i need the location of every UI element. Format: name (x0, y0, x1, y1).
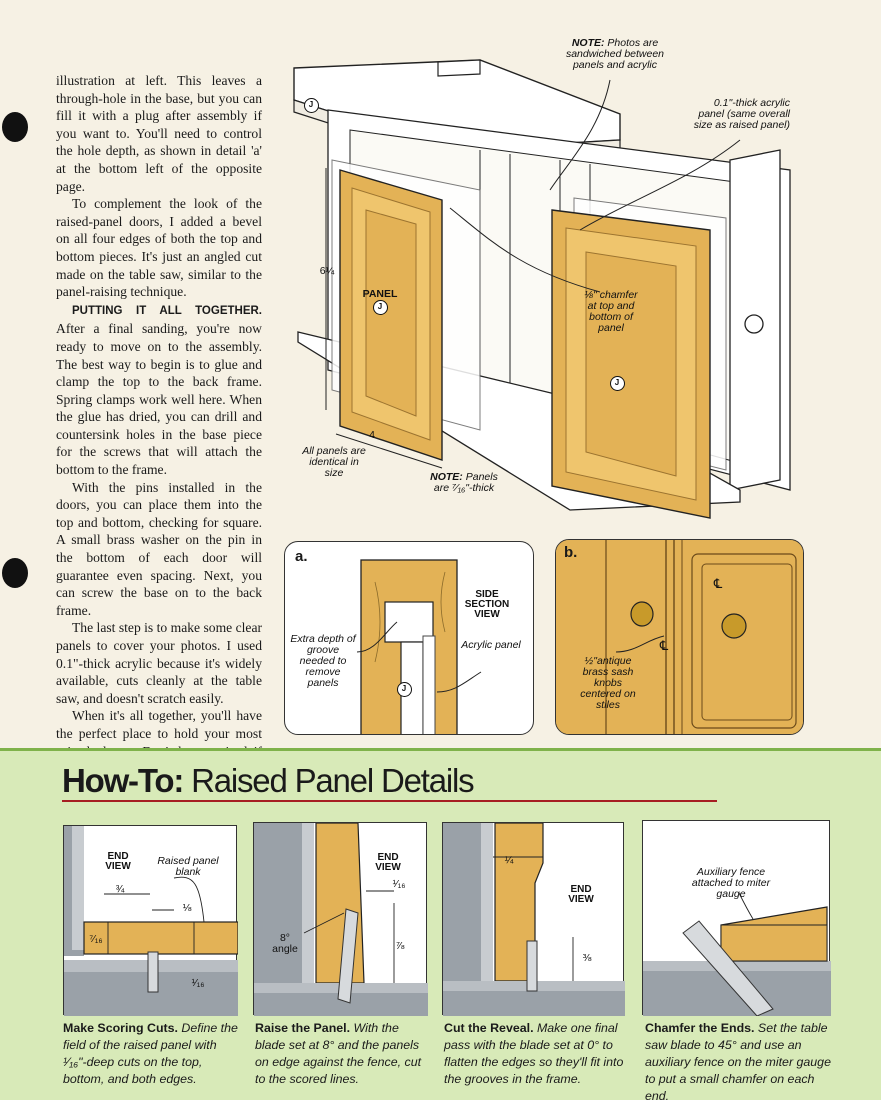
part-ref-icon: J (396, 682, 412, 697)
height-dimension: 6¼ (319, 265, 335, 277)
knob-note: ½"antique brass sash knobs centered on s… (580, 655, 636, 711)
paragraph: PUTTING IT ALL TOGETHER. After a final s… (56, 301, 262, 479)
dim-label: ¼ (504, 854, 514, 866)
angle-label: 8° angle (272, 932, 298, 955)
part-ref-right: J (608, 376, 626, 391)
centerline-symbol: ℄ (659, 638, 669, 653)
paragraph-text: After a final sanding, you're now ready … (56, 321, 262, 478)
article-text: illustration at left. This leaves a thro… (56, 72, 262, 795)
dim-label: ¹⁄₁₆ (191, 977, 205, 989)
detail-a-inset: a. SIDE SECTION VIEW Extra depth of groo… (284, 541, 534, 735)
dim-label: ¹⁄₁₆ (392, 878, 406, 890)
step-1-caption: Make Scoring Cuts. Define the field of t… (63, 1020, 241, 1088)
step-4-diagram: Auxiliary fence attached to miter gauge (642, 820, 831, 1016)
detail-a-tag: a. (295, 548, 308, 565)
howto-title-rest: Raised Panel Details (183, 762, 475, 799)
step-text: Set the table saw blade to 45° and use a… (645, 1021, 831, 1100)
paragraph: The last step is to make some clear pane… (56, 620, 262, 706)
title-rule (62, 800, 717, 802)
note-label: NOTE: (571, 37, 605, 49)
step-1-drawing (64, 826, 238, 1016)
part-ref-icon: J (303, 98, 319, 113)
part-ref-top: J (302, 98, 320, 113)
dim-label: ⅛ (182, 902, 192, 914)
dim-label: ¾ (115, 883, 125, 895)
end-view-label: END VIEW (375, 852, 401, 873)
step-title: Cut the Reveal. (444, 1021, 534, 1035)
step-3-caption: Cut the Reveal. Make one final pass with… (444, 1020, 630, 1088)
detail-a-part-ref: J (395, 682, 413, 697)
fence-label: Auxiliary fence attached to miter gauge (691, 866, 771, 900)
step-3-drawing (443, 823, 625, 1016)
step-2-diagram: END VIEW 8° angle ¹⁄₁₆ ⅞ (253, 822, 428, 1016)
detail-a-drawing (356, 559, 482, 734)
howto-title: How-To: Raised Panel Details (62, 762, 475, 800)
step-2-caption: Raise the Panel. With the blade set at 8… (255, 1020, 431, 1088)
detail-b-tag: b. (564, 544, 578, 561)
dim-label: ⅜ (582, 952, 592, 964)
step-1-diagram: END VIEW Raised panel blank ¾ ⅛ ⁷⁄₁₆ ¹⁄₁… (63, 825, 238, 1016)
paragraph: With the pins installed in the doors, yo… (56, 479, 262, 618)
howto-title-bold: How-To: (62, 762, 184, 799)
detail-b-drawing (556, 540, 803, 734)
binder-hole (2, 112, 28, 142)
binder-hole (2, 558, 28, 588)
step-4-drawing (643, 892, 831, 1016)
step-title: Raise the Panel. (255, 1021, 351, 1035)
end-view-label: END VIEW (105, 851, 131, 872)
dim-label: ⁷⁄₁₆ (89, 933, 103, 945)
acrylic-note: 0.1"-thick acrylic panel (same overall s… (693, 97, 790, 131)
panel-label-text: PANEL (362, 288, 398, 300)
step-4-caption: Chamfer the Ends. Set the table saw blad… (645, 1020, 837, 1100)
note-panels: NOTE: Panels are ⁷⁄₁₆"-thick (426, 472, 502, 494)
note-photos: NOTE: Photos are sandwiched between pane… (560, 38, 670, 71)
step-3-diagram: ¼ END VIEW ⅜ (442, 822, 625, 1016)
step-2-drawing (254, 823, 428, 1016)
side-section-title: SIDE SECTION VIEW (464, 589, 510, 620)
step-text: With the blade set at 8° and the panels … (255, 1021, 422, 1086)
paragraph: illustration at left. This leaves a thro… (56, 73, 262, 194)
detail-b-inset: b. ℄ ℄ ½"antique brass sash knobs center… (555, 539, 804, 735)
step-text: Define the field of the raised panel wit… (63, 1021, 238, 1086)
dim-label: ⅞ (395, 940, 405, 952)
chamfer-note: ⅛" chamfer at top and bottom of panel (584, 289, 638, 334)
end-view-label: END VIEW (568, 884, 594, 905)
blank-label: Raised panel blank (157, 855, 219, 878)
note-text: Panels are ⁷⁄₁₆"-thick (433, 471, 498, 494)
note-text: Photos are sandwiched between panels and… (565, 37, 665, 71)
paragraph: To complement the look of the raised-pan… (56, 196, 262, 300)
identical-note: All panels are identical in size (302, 445, 366, 479)
acrylic-label: Acrylic panel (461, 639, 521, 651)
part-ref-icon: J (372, 300, 388, 315)
step-title: Make Scoring Cuts. (63, 1021, 178, 1035)
step-text: Make one final pass with the blade set a… (444, 1021, 624, 1086)
run-in-heading: PUTTING IT ALL TOGETHER. (72, 304, 262, 317)
step-title: Chamfer the Ends. (645, 1021, 755, 1035)
groove-note: Extra depth of groove needed to remove p… (290, 633, 356, 689)
width-dimension: 4 (369, 429, 375, 441)
part-ref-icon: J (609, 376, 625, 391)
centerline-symbol: ℄ (713, 576, 723, 591)
note-label: NOTE: (430, 471, 463, 483)
frame-exploded-illustration (293, 59, 791, 519)
